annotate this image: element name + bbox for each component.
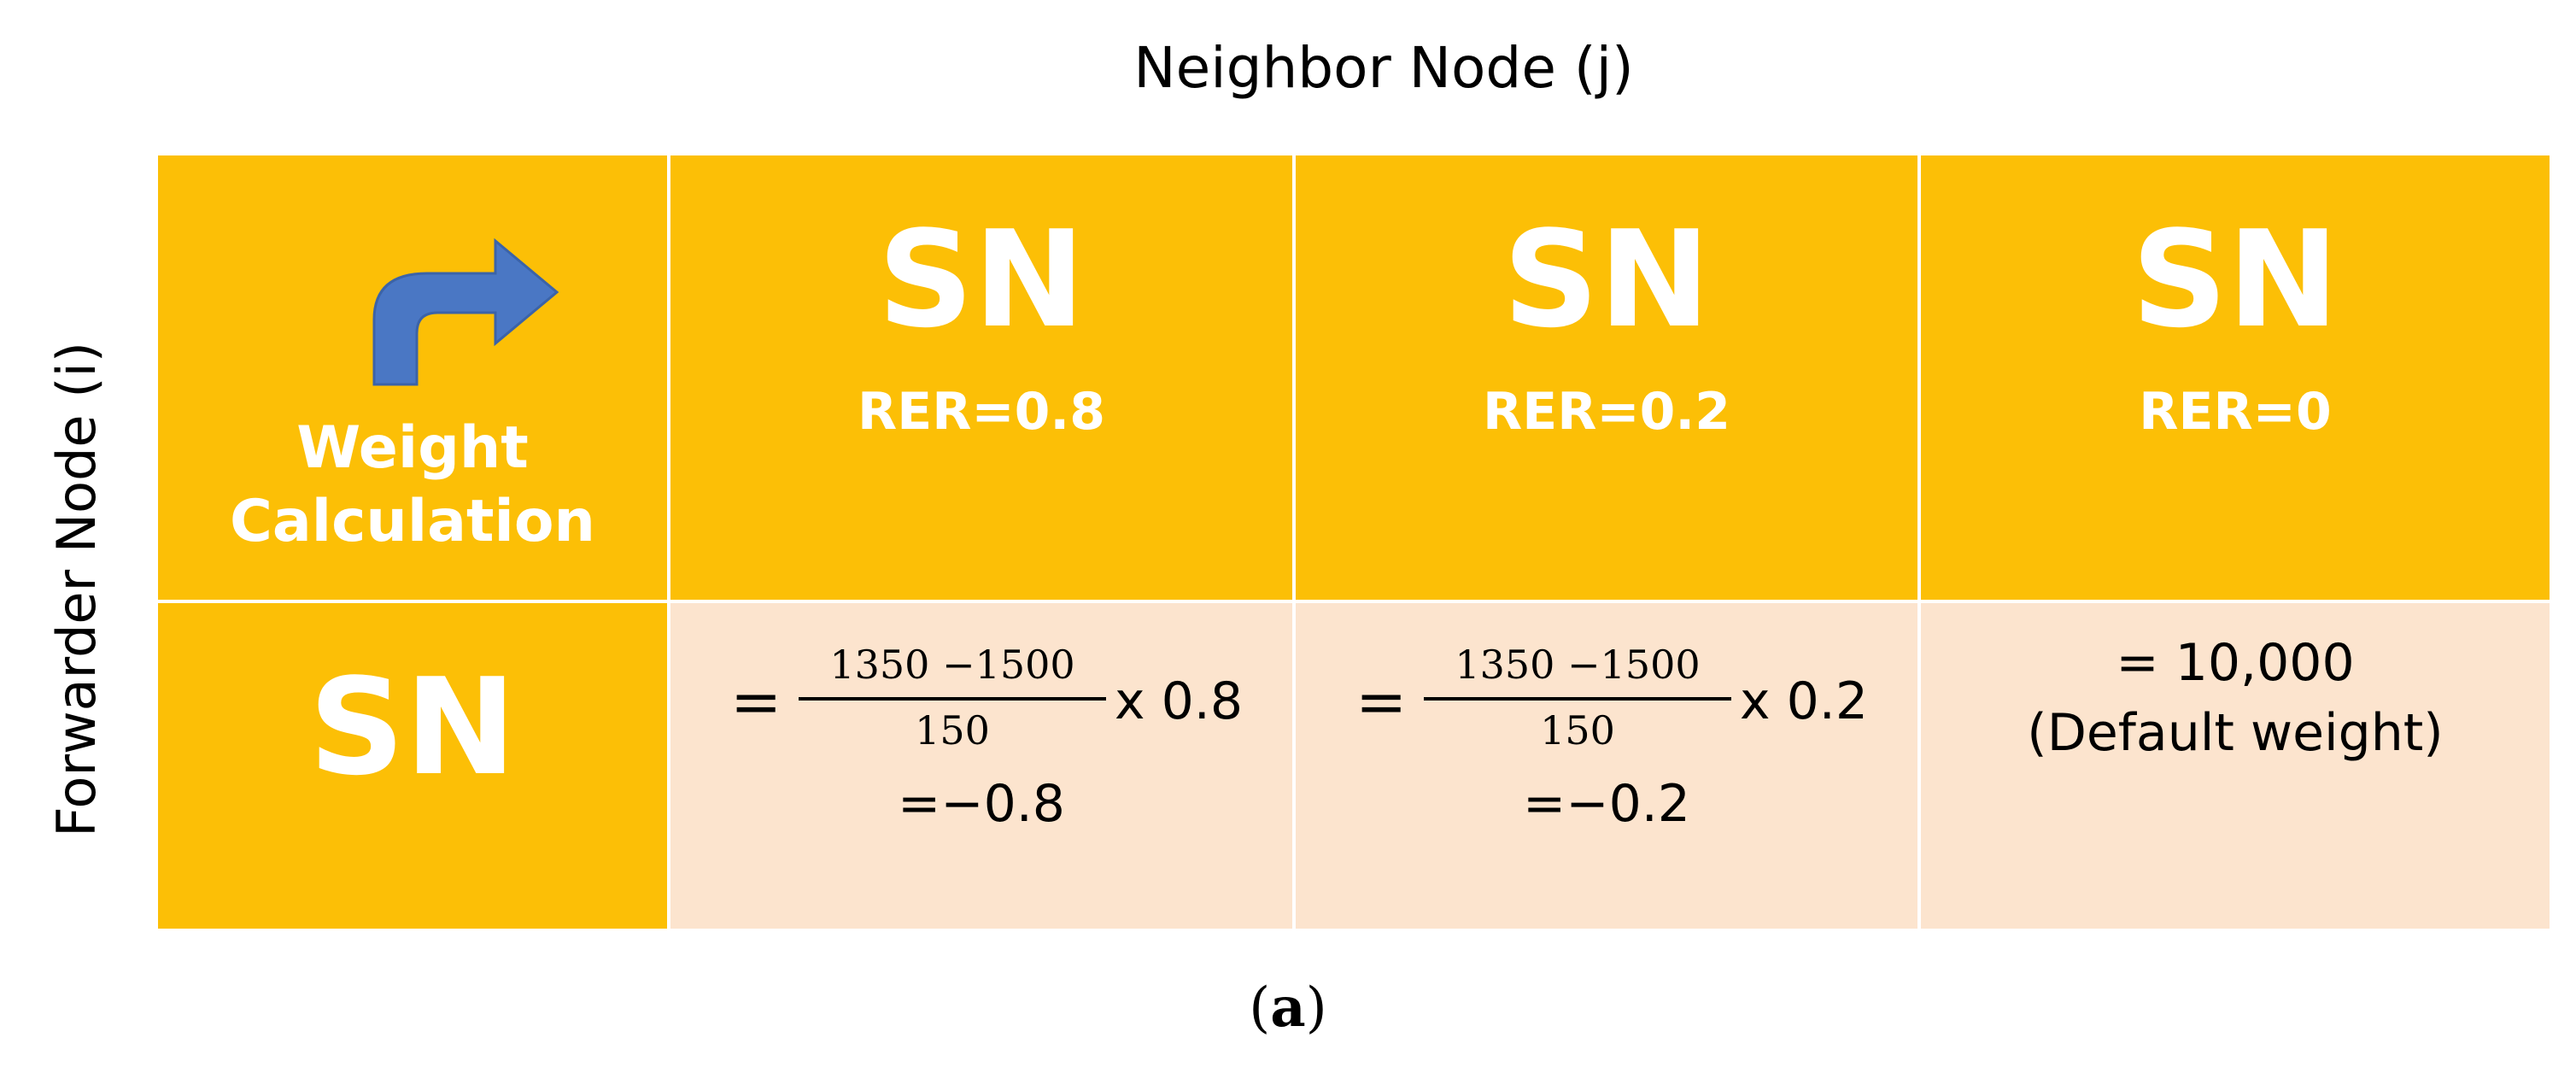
row-header: SN	[158, 603, 667, 929]
weight-table: Weight Calculation SN RER=0.8 SN RER=0.2…	[158, 155, 2550, 929]
weight-cell-2: = 1350 −1500 150 x 0.2 =−0.2	[1296, 603, 1917, 929]
caption-open-paren: (	[1249, 976, 1271, 1040]
weight-formula: = 1350 −1500 150 x 0.2	[1296, 637, 1917, 765]
fraction-numerator: 1350 −1500	[799, 637, 1106, 701]
corner-cell: Weight Calculation	[158, 155, 667, 600]
figure-caption: (a)	[1160, 965, 1416, 1051]
weight-formula: = 1350 −1500 150 x 0.8	[670, 637, 1292, 765]
column-rer-label: RER=0	[2139, 382, 2332, 442]
weight-cell-1: = 1350 −1500 150 x 0.8 =−0.8	[670, 603, 1292, 929]
equals-sign: =	[1355, 665, 1408, 737]
weight-result: =−0.8	[898, 774, 1065, 834]
weight-result: =−0.2	[1523, 774, 1690, 834]
corner-label-weight: Weight	[296, 414, 529, 482]
fraction-denominator: 150	[915, 707, 990, 753]
column-rer-label: RER=0.2	[1483, 382, 1730, 442]
column-header-2: SN RER=0.2	[1296, 155, 1917, 600]
corner-label-calculation: Calculation	[230, 488, 595, 555]
weight-cell-3: = 10,000 (Default weight)	[1921, 603, 2550, 929]
column-node-label: SN	[2131, 202, 2339, 357]
column-rer-label: RER=0.8	[858, 382, 1105, 442]
column-header-1: SN RER=0.8	[670, 155, 1292, 600]
column-axis-title: Neighbor Node (j)	[1133, 35, 1634, 101]
multiplier: x 0.2	[1740, 671, 1868, 731]
fraction-denominator: 150	[1540, 707, 1615, 753]
equals-sign: =	[730, 665, 782, 737]
caption-close-paren: )	[1305, 976, 1327, 1040]
default-weight-value: = 10,000	[2116, 633, 2355, 693]
fraction: 1350 −1500 150	[1424, 637, 1731, 759]
row-axis-title: Forwarder Node (i)	[45, 342, 108, 837]
fraction: 1350 −1500 150	[799, 637, 1106, 759]
caption-letter: a	[1270, 976, 1306, 1040]
row-node-label: SN	[308, 649, 517, 805]
column-node-label: SN	[1502, 202, 1711, 357]
column-node-label: SN	[877, 202, 1086, 357]
column-header-3: SN RER=0	[1921, 155, 2550, 600]
multiplier: x 0.8	[1115, 671, 1243, 731]
curved-arrow-right-icon	[372, 237, 559, 386]
default-weight-note: (Default weight)	[2027, 703, 2444, 763]
fraction-numerator: 1350 −1500	[1424, 637, 1731, 701]
